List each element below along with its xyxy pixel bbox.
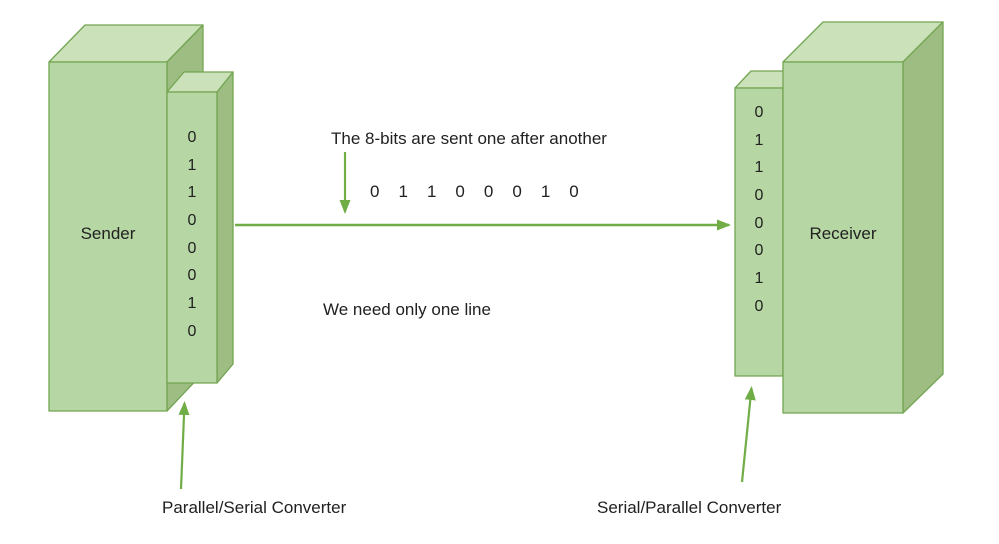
converter-left-front-face (167, 92, 217, 383)
bit-value: 1 (398, 182, 408, 201)
receiver-bit-column: 0 1 1 0 0 0 1 0 (735, 99, 783, 321)
channel-note: We need only one line (323, 300, 491, 319)
bit-value: 0 (455, 182, 465, 201)
converter-left-side-face (217, 72, 233, 383)
bit-value: 0 (754, 187, 764, 205)
bit-value: 0 (754, 104, 764, 121)
bit-value: 1 (187, 156, 197, 174)
receiver-box-side-face (903, 22, 943, 413)
bit-value: 0 (370, 182, 380, 201)
right-converter-arrow (742, 386, 756, 482)
bit-value: 1 (426, 182, 437, 201)
sender-bit-column: 0 1 1 0 0 0 1 0 (167, 124, 217, 346)
bit-value: 1 (540, 182, 551, 201)
bit-value: 1 (187, 184, 197, 202)
bit-value: 0 (512, 182, 522, 201)
channel-caption: The 8-bits are sent one after another (331, 129, 607, 148)
receiver-box (783, 22, 943, 413)
bit-value: 1 (187, 295, 197, 313)
sender-label: Sender (80, 224, 136, 243)
receiver-box-front-face (783, 62, 903, 413)
bit-value: 0 (569, 182, 579, 201)
bit-value: 0 (187, 129, 197, 146)
bit-value: 0 (754, 242, 764, 260)
bit-value: 0 (187, 267, 197, 285)
sender-box-front-face (49, 62, 167, 411)
bit-value: 0 (754, 297, 764, 315)
right-converter-label: Serial/Parallel Converter (597, 498, 782, 517)
left-converter-label: Parallel/Serial Converter (162, 498, 347, 517)
bit-value: 1 (754, 159, 764, 177)
bit-value: 0 (187, 239, 197, 257)
bit-value: 0 (483, 182, 494, 201)
receiver-label: Receiver (809, 224, 877, 243)
bit-value: 0 (187, 322, 197, 340)
bit-value: 0 (754, 214, 764, 232)
bit-value: 0 (187, 212, 197, 230)
bit-value: 1 (754, 270, 764, 288)
bit-value: 1 (754, 131, 764, 149)
parallel-serial-converter-box (167, 72, 233, 383)
left-converter-arrow (178, 401, 190, 489)
